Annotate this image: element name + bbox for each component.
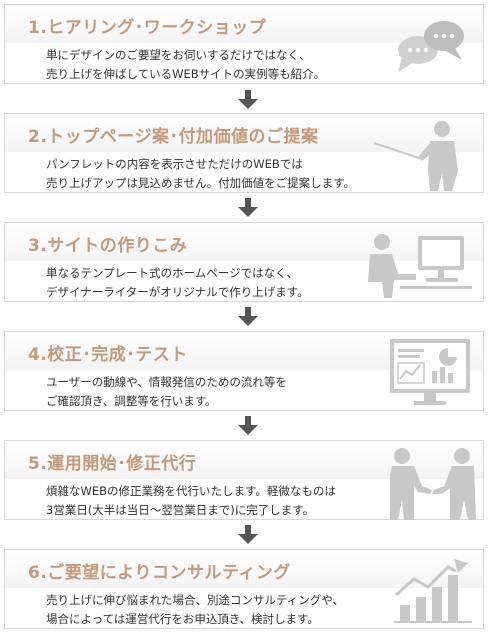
- step-line: 3営業日(大半は当日～翌営業日まで)に完了します。: [46, 503, 315, 517]
- step-line: 売り上げを伸ばしているWEBサイトの実例等も紹介。: [46, 67, 326, 81]
- person-at-computer-icon: [368, 234, 472, 298]
- down-arrow-icon: [238, 198, 258, 217]
- step-description: 単にデザインのご要望をお伺いするだけではなく、 売り上げを伸ばしているWEBサイ…: [46, 46, 325, 84]
- step-header: [5, 223, 483, 261]
- step-title: 5.運用開始･修正代行: [28, 454, 197, 474]
- step-line: 煩雑なWEBの修正業務を代行いたします。軽微なものは: [46, 484, 336, 498]
- step-title: 1.ヒアリング･ワークショップ: [28, 18, 267, 38]
- step-line: 売り上げアップは見込めません。付加価値をご提案します。: [46, 176, 356, 190]
- step-description: 単なるテンプレート式のホームページではなく、 デザイナーライターがオリジナルで作…: [46, 264, 309, 302]
- step-line: ユーザーの動線や、情報発信のための流れ等を: [46, 375, 287, 389]
- step-description: 煩雑なWEBの修正業務を代行いたします。軽微なものは 3営業日(大半は当日～翌営…: [46, 482, 336, 520]
- step-line: 場合によっては運営代行をお申込頂き、検討します。: [46, 612, 319, 626]
- monitor-charts-icon: [390, 339, 470, 405]
- down-arrow-icon: [238, 416, 258, 435]
- presenter-icon: [373, 121, 458, 191]
- step-header: [5, 5, 483, 43]
- down-arrow-icon: [238, 307, 258, 326]
- step-title: 2.トップページ案･付加価値のご提案: [28, 127, 319, 147]
- step-line: ご確認頂き、調整等を行います。: [46, 394, 217, 408]
- step-line: 単にデザインのご要望をお伺いするだけではなく、: [46, 48, 311, 62]
- step-header: [5, 550, 483, 588]
- down-arrow-icon: [238, 525, 258, 544]
- chat-bubbles-icon: [398, 21, 464, 72]
- step-header: [5, 114, 483, 152]
- step-description: 売り上げに伸び悩まれた場合、別途コンサルティングや、 場合によっては運営代行をお…: [46, 591, 344, 629]
- step-line: デザイナーライターがオリジナルで作り上げます。: [46, 285, 309, 299]
- step-line: パンフレットの内容を表示させただけのWEBでは: [46, 157, 303, 171]
- step-line: 売り上げに伸び悩まれた場合、別途コンサルティングや、: [46, 593, 344, 607]
- down-arrow-icon: [238, 90, 258, 109]
- step-title: 4.校正･完成･テスト: [28, 345, 188, 365]
- step-title: 6.ご要望によりコンサルティング: [28, 563, 291, 583]
- growth-chart-icon: [394, 559, 472, 623]
- step-line: 単なるテンプレート式のホームページではなく、: [46, 266, 299, 280]
- handshake-icon: [390, 448, 476, 520]
- step-title: 3.サイトの作りこみ: [28, 236, 188, 256]
- step-description: パンフレットの内容を表示させただけのWEBでは 売り上げアップは見込めません。付…: [46, 155, 355, 193]
- step-description: ユーザーの動線や、情報発信のための流れ等を ご確認頂き、調整等を行います。: [46, 373, 287, 411]
